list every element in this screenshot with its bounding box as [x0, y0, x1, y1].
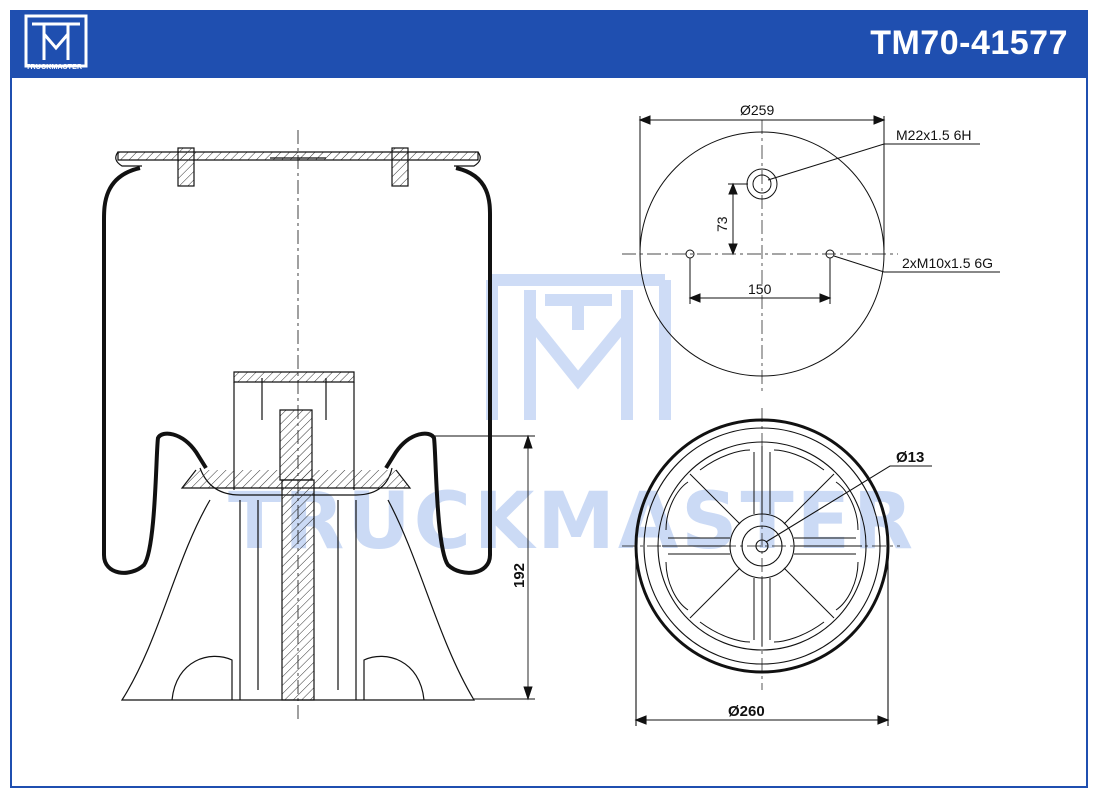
bottom-view [622, 408, 932, 726]
height-label: 192 [511, 563, 528, 588]
center-thread-label: M22x1.5 6H [896, 127, 971, 143]
logo-wordmark: TRUCKMASTER [26, 64, 83, 71]
part-number: TM70-41577 [870, 24, 1068, 62]
watermark-logo [486, 274, 671, 420]
bolt-thread-label: 2xM10x1.5 6G [902, 255, 993, 271]
truckmaster-logo [24, 14, 88, 68]
top-view [622, 115, 1000, 395]
side-view [102, 130, 493, 720]
drawing-frame [10, 10, 1088, 788]
hole-diameter-label: Ø13 [896, 449, 924, 466]
title-bar [10, 10, 1088, 78]
top-diameter-label: Ø259 [740, 102, 774, 118]
offset-label: 73 [714, 216, 730, 232]
height-dimension [430, 434, 535, 701]
bottom-diameter-label: Ø260 [728, 703, 765, 720]
bolt-spacing-label: 150 [748, 281, 772, 297]
